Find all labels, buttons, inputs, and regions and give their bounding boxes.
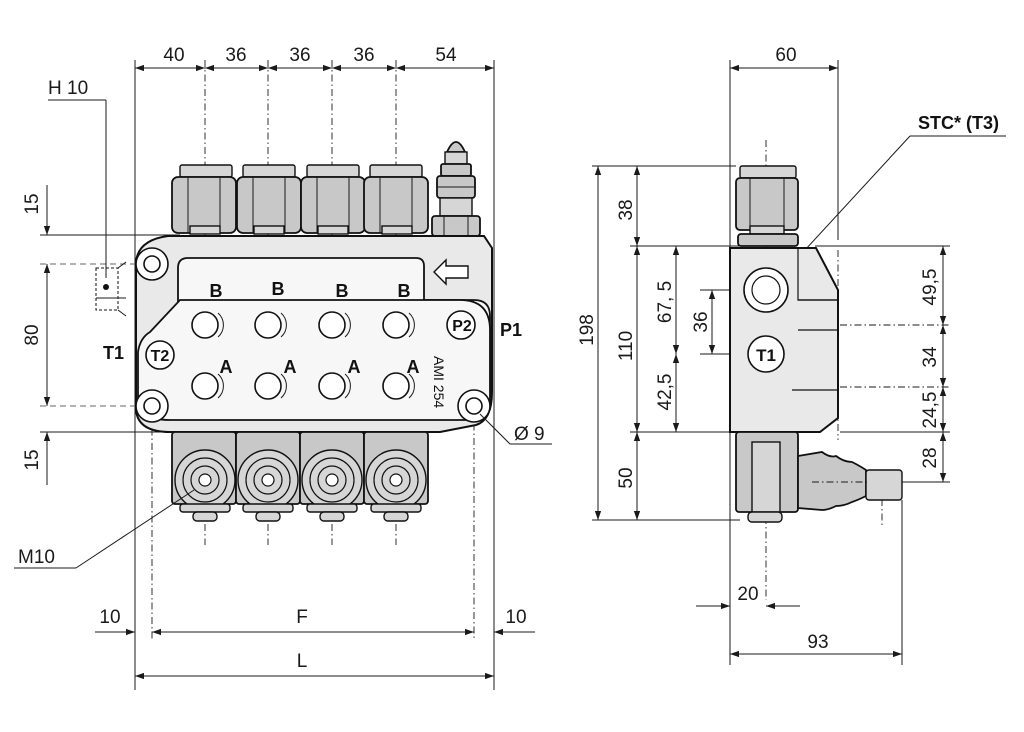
- flow-arrow-icon: [433, 258, 469, 286]
- port-label-p2: P2: [452, 318, 472, 335]
- dim-side-28: 28: [920, 447, 941, 468]
- dim-side-24-5: 24,5: [920, 392, 941, 429]
- dim-bottom-f: F: [296, 607, 308, 628]
- port-label-b-2: B: [272, 279, 285, 299]
- side-view: 60 STC* (T3) 198 38 110 50 67, 5 42,5 36: [577, 45, 1006, 665]
- side-body: T1: [729, 247, 839, 433]
- cap-4: [363, 164, 429, 235]
- ports-t-p: T2 P2 T1 P1 AMI 254: [103, 310, 522, 408]
- side-cap: [735, 165, 799, 247]
- port-label-a-3: A: [348, 357, 361, 377]
- dim-side-top-60: 60: [775, 45, 796, 66]
- h10-callout: H 10: [48, 78, 127, 317]
- dim-side-20: 20: [737, 584, 758, 605]
- cap-3: [300, 164, 366, 235]
- dim-side-42-5: 42,5: [655, 374, 676, 411]
- dia9-callout: Ø 9: [479, 413, 552, 445]
- dim-bottom-left-10: 10: [99, 607, 120, 628]
- port-label-a-1: A: [220, 357, 233, 377]
- housing-2: [235, 431, 301, 522]
- port-p2: [446, 310, 476, 340]
- dim-bottom-right-10: 10: [505, 607, 526, 628]
- housing-4: [363, 431, 429, 522]
- ports-a-row: A A A A: [191, 357, 420, 400]
- stc-label: STC* (T3): [918, 113, 999, 133]
- dim-left-15-top: 15: [22, 193, 43, 214]
- bottom-dimensions: 10 F 10 L: [95, 607, 535, 680]
- side-housing: [735, 431, 903, 523]
- dim-left-80: 80: [22, 324, 43, 345]
- dim-top-1: 40: [163, 45, 184, 66]
- side-port-t1-label: T1: [756, 346, 776, 365]
- dim-side-38: 38: [616, 199, 637, 220]
- side-port-t1: [747, 335, 785, 373]
- port-label-t1: T1: [103, 343, 124, 363]
- m10-label: M10: [18, 547, 55, 568]
- ports-b-row: B B B B: [191, 279, 415, 339]
- dim-side-67-5: 67, 5: [655, 281, 676, 323]
- port-label-a-2: A: [284, 357, 297, 377]
- section-caps: [171, 164, 429, 235]
- dim-left-15-bottom: 15: [22, 449, 43, 470]
- port-label-b-3: B: [336, 281, 349, 301]
- h10-label: H 10: [48, 78, 88, 99]
- housing-3: [299, 431, 365, 522]
- dim-side-93: 93: [807, 632, 828, 653]
- dim-top-5: 54: [435, 45, 457, 66]
- dim-top-2: 36: [225, 45, 246, 66]
- front-view: 40 36 36 36 54 15 80 15 H 10: [14, 45, 552, 690]
- dia9-label: Ø 9: [514, 424, 545, 445]
- port-t2: [145, 340, 175, 370]
- dim-side-50: 50: [616, 467, 637, 488]
- housing-1: [171, 431, 237, 522]
- dim-side-198: 198: [577, 314, 598, 346]
- dim-bottom-l: L: [297, 651, 308, 672]
- dim-side-34: 34: [920, 346, 941, 368]
- port-label-p1: P1: [500, 320, 522, 340]
- port-label-a-4: A: [407, 357, 420, 377]
- dim-top-4: 36: [353, 45, 374, 66]
- dim-top-3: 36: [289, 45, 310, 66]
- cap-2: [236, 164, 302, 235]
- relief-valve: [431, 141, 481, 237]
- section-housings: [171, 431, 429, 522]
- m10-callout: M10: [14, 489, 195, 569]
- cap-1: [171, 164, 237, 235]
- port-label-b-4: B: [398, 281, 411, 301]
- model-label: AMI 254: [431, 356, 447, 408]
- dim-side-110: 110: [616, 331, 637, 361]
- dim-side-49-5: 49,5: [920, 269, 941, 306]
- dim-side-36: 36: [691, 311, 712, 332]
- port-label-t2: T2: [151, 348, 170, 365]
- top-dimensions: 40 36 36 36 54: [135, 45, 494, 72]
- port-label-b-1: B: [210, 281, 223, 301]
